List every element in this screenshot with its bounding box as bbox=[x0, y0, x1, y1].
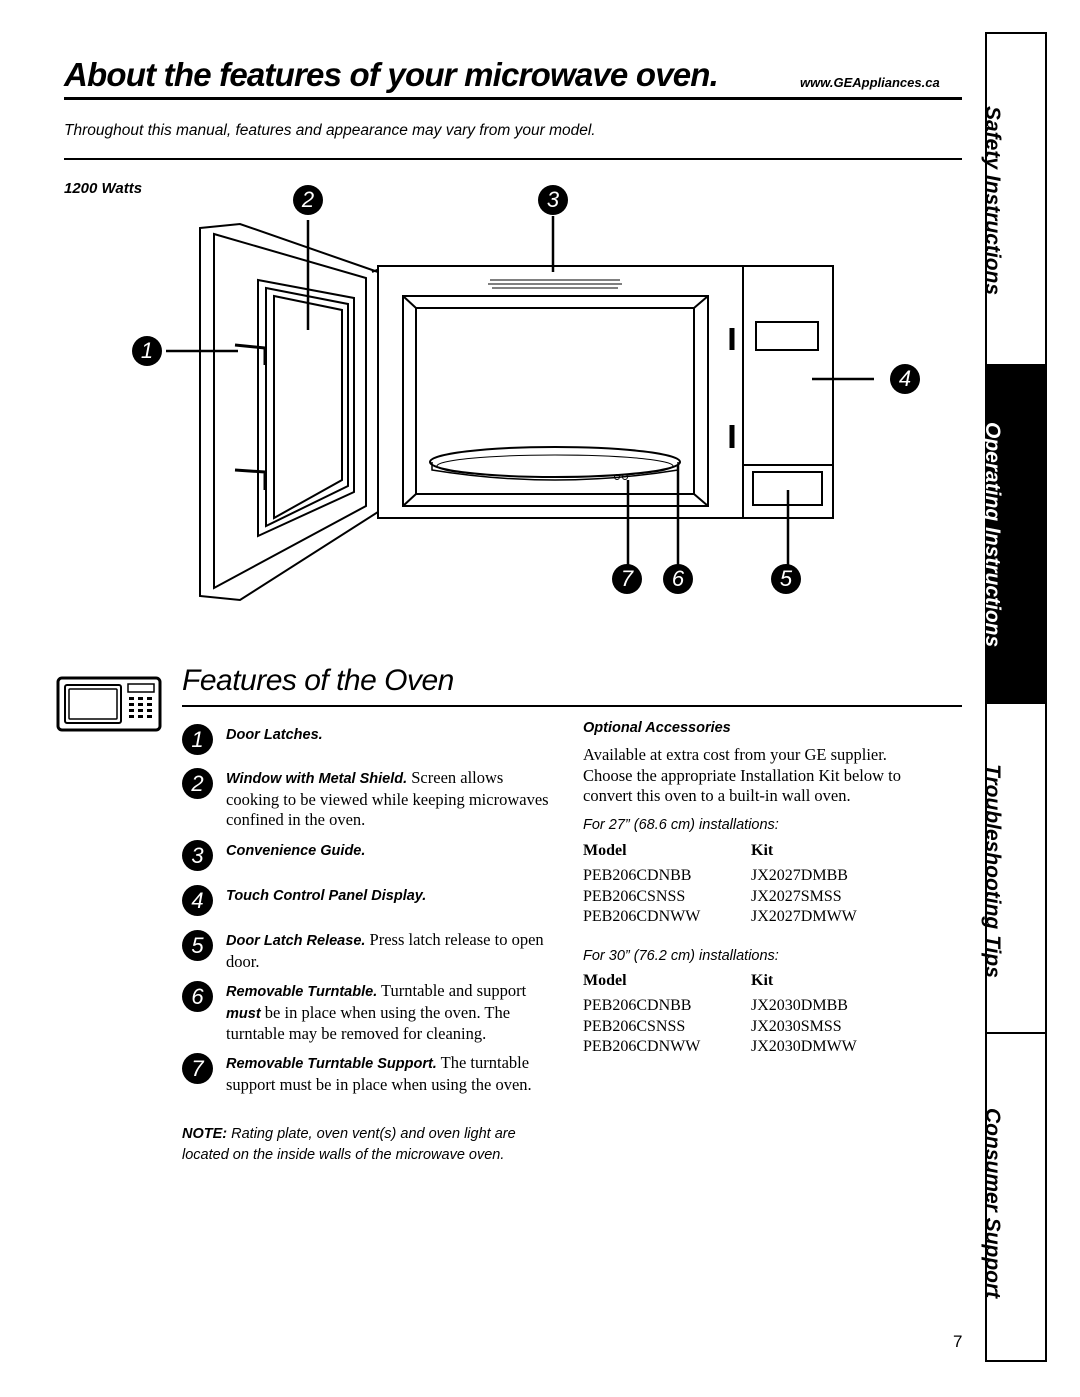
accessories-body: Available at extra cost from your GE sup… bbox=[583, 745, 902, 805]
note: NOTE: Rating plate, oven vent(s) and ove… bbox=[182, 1124, 562, 1166]
model-cell: PEB206CDNBB bbox=[583, 997, 692, 1014]
kit-table-27: Model Kit PEB206CDNBB JX2027DMBB PEB206C… bbox=[583, 842, 857, 929]
kit-cell: JX2027SMSS bbox=[751, 887, 842, 905]
callout-6: 6 bbox=[663, 564, 693, 594]
page-number: 7 bbox=[953, 1332, 963, 1351]
installation-caption-30: For 30” (76.2 cm) installations: bbox=[583, 948, 779, 964]
feature-label: Door Latch Release. bbox=[226, 933, 366, 949]
model-cell: PEB206CDNWW bbox=[583, 1038, 701, 1055]
tab-label: Troubleshooting Tips bbox=[981, 764, 1004, 978]
table-row: PEB206CSNSS JX2030SMSS bbox=[583, 1018, 857, 1039]
kit-cell: JX2030DMBB bbox=[751, 997, 848, 1014]
section-rule bbox=[182, 705, 962, 707]
microwave-diagram: 1 2 3 4 5 6 7 bbox=[120, 180, 960, 620]
feature-text: Press latch release to open door. bbox=[226, 930, 544, 971]
tab-label: Operating Instructions bbox=[981, 422, 1004, 648]
callout-2: 2 bbox=[293, 185, 323, 215]
side-tab-bar: Safety Instructions Operating Instructio… bbox=[981, 32, 1047, 1362]
feature-number: 7 bbox=[182, 1053, 213, 1084]
microwave-illustration bbox=[166, 216, 874, 602]
model-cell: PEB206CSNSS bbox=[583, 1017, 686, 1035]
section-title: Features of the Oven bbox=[182, 664, 454, 697]
page-subtitle: Throughout this manual, features and app… bbox=[64, 122, 596, 139]
table-header-row: Model Kit bbox=[583, 842, 857, 867]
model-cell: PEB206CSNSS bbox=[583, 887, 686, 905]
column-header-model: Model bbox=[583, 842, 627, 859]
feature-label: Window with Metal Shield. bbox=[226, 771, 408, 787]
page-title: About the features of your microwave ove… bbox=[64, 56, 719, 93]
feature-text: Turntable and support bbox=[377, 981, 527, 1000]
feature-label: Touch Control Panel Display. bbox=[226, 888, 427, 904]
feature-label: Convenience Guide. bbox=[226, 843, 366, 859]
callout-3: 3 bbox=[538, 185, 568, 215]
kit-cell: JX2030SMSS bbox=[751, 1017, 842, 1035]
table-row: PEB206CDNBB JX2030DMBB bbox=[583, 997, 857, 1018]
table-row: PEB206CDNWW JX2027DMWW bbox=[583, 908, 857, 929]
tab-label: Safety Instructions bbox=[981, 106, 1004, 296]
feature-item-7: 7 Removable Turntable Support. The turnt… bbox=[182, 1053, 552, 1095]
feature-number: 3 bbox=[182, 840, 213, 871]
feature-label: Door Latches. bbox=[226, 727, 323, 743]
table-row: PEB206CSNSS JX2027SMSS bbox=[583, 888, 857, 909]
column-header-kit: Kit bbox=[751, 972, 774, 989]
callout-1: 1 bbox=[132, 336, 162, 366]
tab-safety-instructions[interactable]: Safety Instructions bbox=[981, 34, 1045, 366]
website-url: www.GEAppliances.ca bbox=[800, 75, 940, 90]
feature-number: 5 bbox=[182, 930, 213, 961]
feature-item-4: 4 Touch Control Panel Display. bbox=[182, 885, 552, 916]
feature-text: The turntable support must be in place w… bbox=[226, 1053, 532, 1094]
kit-cell: JX2027DMWW bbox=[751, 908, 857, 925]
feature-number: 4 bbox=[182, 885, 213, 916]
callout-7: 7 bbox=[612, 564, 642, 594]
kit-cell: JX2027DMBB bbox=[751, 867, 848, 884]
table-row: PEB206CDNWW JX2030DMWW bbox=[583, 1038, 857, 1059]
feature-emphasis: must bbox=[226, 1005, 261, 1022]
callout-5: 5 bbox=[771, 564, 801, 594]
accessories-title: Optional Accessories bbox=[583, 720, 731, 736]
microwave-icon bbox=[56, 674, 164, 739]
model-cell: PEB206CDNWW bbox=[583, 908, 701, 925]
feature-number: 2 bbox=[182, 768, 213, 799]
watts-label: 1200 Watts bbox=[64, 180, 143, 197]
feature-text: be in place when using the oven. The tur… bbox=[226, 1002, 511, 1044]
callout-4: 4 bbox=[890, 364, 920, 394]
tab-label: Consumer Support bbox=[981, 1108, 1004, 1299]
feature-item-3: 3 Convenience Guide. bbox=[182, 840, 552, 871]
feature-item-5: 5 Door Latch Release. Press latch releas… bbox=[182, 930, 552, 972]
table-header-row: Model Kit bbox=[583, 972, 857, 997]
feature-text: Screen allows cooking to be viewed while… bbox=[226, 768, 549, 829]
feature-label: Removable Turntable Support. bbox=[226, 1056, 437, 1072]
model-cell: PEB206CDNBB bbox=[583, 867, 692, 884]
column-header-model: Model bbox=[583, 972, 627, 989]
feature-item-2: 2 Window with Metal Shield. Screen allow… bbox=[182, 768, 552, 831]
feature-item-6: 6 Removable Turntable. Turntable and sup… bbox=[182, 981, 552, 1045]
tab-troubleshooting-tips[interactable]: Troubleshooting Tips bbox=[981, 702, 1045, 1034]
subtitle-rule bbox=[64, 158, 962, 160]
note-text: Rating plate, oven vent(s) and oven ligh… bbox=[182, 1126, 516, 1163]
feature-label: Removable Turntable. bbox=[226, 984, 378, 1000]
feature-item-1: 1 Door Latches. bbox=[182, 724, 552, 755]
tab-operating-instructions[interactable]: Operating Instructions bbox=[981, 366, 1045, 702]
table-row: PEB206CDNBB JX2027DMBB bbox=[583, 867, 857, 888]
kit-cell: JX2030DMWW bbox=[751, 1038, 857, 1055]
tab-consumer-support[interactable]: Consumer Support bbox=[981, 1034, 1045, 1360]
kit-table-30: Model Kit PEB206CDNBB JX2030DMBB PEB206C… bbox=[583, 972, 857, 1059]
installation-caption-27: For 27” (68.6 cm) installations: bbox=[583, 817, 779, 833]
note-label: NOTE: bbox=[182, 1126, 228, 1142]
header-rule bbox=[64, 97, 962, 100]
feature-number: 6 bbox=[182, 981, 213, 1012]
column-header-kit: Kit bbox=[751, 842, 774, 859]
feature-number: 1 bbox=[182, 724, 213, 755]
